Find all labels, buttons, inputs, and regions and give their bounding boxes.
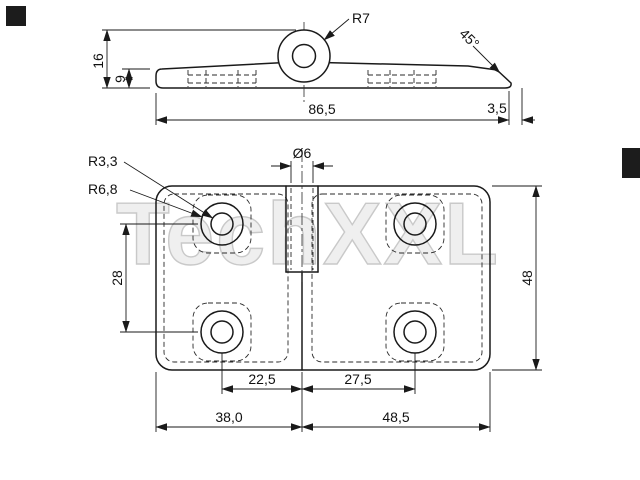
- hole-top-left: [200, 202, 244, 246]
- left-leaf-hidden-contour: [163, 193, 289, 363]
- dim-225-label: 22,5: [248, 371, 275, 387]
- r7-leader: [323, 18, 350, 41]
- hinge-body-outline: [155, 185, 491, 371]
- top-view: R7 45° 16 9 86,5 3,5: [90, 10, 535, 125]
- sheet-mark-right: [622, 148, 640, 178]
- angle-label: 45°: [456, 25, 482, 51]
- dim-28-label: 28: [109, 270, 125, 286]
- angle-leader: [472, 45, 501, 74]
- knuckle-outer-circle: [277, 29, 331, 83]
- hinge-leaf-profile: [155, 61, 512, 89]
- hidden-lines-right-leaf: [367, 70, 437, 87]
- dim-275-label: 27,5: [344, 371, 371, 387]
- pocket-top-right: [385, 194, 445, 254]
- r68-leader: [129, 189, 203, 218]
- hidden-lines-left-leaf: [187, 70, 257, 87]
- dim-35-label: 3,5: [487, 100, 507, 116]
- hole-bottom-right: [393, 310, 437, 354]
- right-leaf-hidden-contour: [311, 193, 483, 363]
- front-view: R3,3 R6,8 Ø6 28 48 22,5 27,5 38,0: [88, 145, 542, 432]
- r7-label: R7: [352, 10, 370, 26]
- r33-leader: [123, 161, 214, 219]
- knuckle-pin-bore: [291, 43, 317, 69]
- hole-bottom-left: [200, 310, 244, 354]
- dim-16-label: 16: [90, 53, 106, 69]
- r68-label: R6,8: [88, 181, 118, 197]
- hole-top-right: [393, 202, 437, 246]
- dim-48-label: 48: [519, 270, 535, 286]
- r33-label: R3,3: [88, 153, 118, 169]
- dim-86-label: 86,5: [308, 101, 335, 117]
- dim-dia6-label: Ø6: [293, 145, 312, 161]
- sheet-mark-top-left: [6, 6, 26, 26]
- dim-485-label: 48,5: [382, 409, 409, 425]
- watermark-text: TechXXL: [116, 184, 500, 283]
- dim-380-label: 38,0: [215, 409, 242, 425]
- dim-9-label: 9: [112, 75, 128, 83]
